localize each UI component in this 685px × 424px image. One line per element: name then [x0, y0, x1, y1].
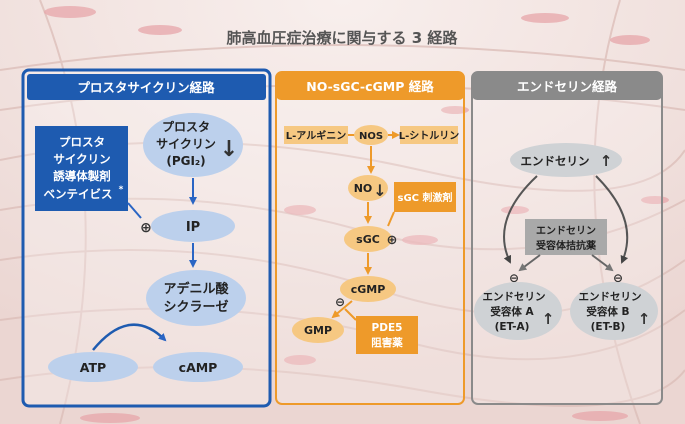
arrow-antagonist-to-etb	[591, 254, 614, 272]
ip-label: IP	[186, 220, 200, 235]
etb-receptor-node	[570, 282, 658, 340]
sgc-stimulator-box	[394, 182, 456, 212]
pgi2-label-line2: サイクリン	[156, 137, 216, 151]
eta-label-line3: (ET-A)	[495, 321, 530, 333]
eta-label-line1: エンドセリン	[483, 291, 546, 303]
arrow-cgmp-to-gmp	[331, 300, 353, 319]
arrow-antagonist-to-eta	[518, 254, 541, 272]
nos-node	[354, 125, 388, 145]
ac-label-line2: シクラーゼ	[163, 299, 228, 315]
sgc-label: sGC	[356, 233, 380, 246]
pde5-inhibition-minus-icon: ⊖	[335, 295, 345, 309]
antagonist-label-line2: 受容体拮抗薬	[536, 239, 597, 252]
endothelin-panel: エンドセリン経路 エンドセリン ↑ エンドセリン 受容体拮抗薬 ⊖ ⊖ エンドセ…	[471, 71, 663, 405]
drug-label-line3: 誘導体製剤	[53, 169, 111, 183]
eta-receptor-node	[474, 282, 562, 340]
etb-label-line3: (ET-B)	[591, 321, 626, 333]
eta-label-line2: 受容体 A	[490, 305, 534, 318]
sgc-activation-plus-icon: ⊕	[387, 233, 398, 248]
pde5-label-line1: PDE5	[372, 322, 403, 334]
arrow-drug-to-ip	[127, 202, 142, 219]
arrow-et-to-eta	[503, 175, 538, 264]
endothelin-label: エンドセリン	[521, 154, 590, 168]
pgi2-label-line1: プロスタ	[162, 119, 210, 134]
drug-label-line1: プロスタ	[59, 135, 105, 149]
ip-receptor-node	[151, 210, 235, 242]
drug-label-line2: サイクリン	[53, 152, 110, 166]
etb-inhibition-minus-icon: ⊖	[613, 271, 623, 285]
no-decrease-icon: ↓	[373, 181, 386, 200]
l-arginine-label: L-アルギニン	[286, 129, 346, 142]
endothelin-increase-icon: ↑	[600, 152, 613, 170]
receptor-antagonist-box	[525, 219, 607, 255]
pde5-inhibitor-box	[356, 316, 418, 354]
adenylate-cyclase-node	[146, 270, 246, 326]
gmp-node	[292, 317, 344, 343]
endothelin-header: エンドセリン経路	[517, 79, 618, 94]
ip-activation-plus-icon: ⊕	[140, 220, 152, 236]
sgc-node	[344, 226, 392, 252]
etb-increase-icon: ↑	[638, 310, 651, 328]
arrow-stimulator-to-sgc	[387, 211, 395, 227]
drug-label-line4: ベンテイビス	[44, 187, 113, 201]
gmp-label: GMP	[304, 324, 332, 337]
drug-footnote-mark: *	[119, 185, 124, 195]
camp-node	[153, 352, 243, 382]
l-citrulline-label: L-シトルリン	[399, 130, 460, 142]
l-arginine-box	[284, 126, 348, 144]
pde5-label-line2: 阻害薬	[371, 336, 403, 349]
prostacyclin-panel: プロスタサイクリン経路 プロスタ サイクリン 誘導体製剤 ベンテイビス * プロ…	[21, 68, 272, 408]
cgmp-node	[340, 276, 396, 302]
pgi2-node	[143, 113, 243, 177]
cgmp-label: cGMP	[351, 283, 386, 296]
prostacyclin-header: プロスタサイクリン経路	[77, 80, 215, 95]
etb-label-line2: 受容体 B	[586, 305, 629, 318]
arrow-pde5-to-conversion	[344, 308, 357, 321]
arrow-atp-to-camp	[92, 323, 167, 351]
ac-label-line1: アデニル酸	[163, 281, 229, 297]
antagonist-label-line1: エンドセリン	[536, 225, 596, 237]
eta-increase-icon: ↑	[542, 310, 555, 328]
no-node	[348, 175, 388, 201]
prostacyclin-drug-box	[35, 126, 128, 211]
atp-label: ATP	[80, 360, 106, 375]
arrow-et-to-etb	[595, 175, 629, 264]
nos-label: NOS	[359, 131, 383, 142]
sgc-stimulator-label: sGC 刺激剤	[398, 191, 453, 204]
pgi2-label-line3: (PGI₂)	[166, 154, 205, 168]
eta-inhibition-minus-icon: ⊖	[509, 271, 519, 285]
etb-label-line1: エンドセリン	[579, 291, 642, 303]
atp-node	[48, 352, 138, 382]
no-label: NO	[354, 182, 373, 195]
endothelin-node	[510, 143, 622, 177]
no-sgc-cgmp-panel: NO-sGC-cGMP 経路 L-アルギニン NOS L-シトルリン NO ↓ …	[275, 71, 465, 405]
l-citrulline-box	[400, 126, 458, 144]
diagram-title: 肺高血圧症治療に関与する 3 経路	[227, 29, 459, 47]
pgi2-decrease-icon: ↓	[220, 137, 238, 162]
camp-label: cAMP	[179, 360, 218, 375]
no-pathway-header: NO-sGC-cGMP 経路	[306, 79, 434, 94]
